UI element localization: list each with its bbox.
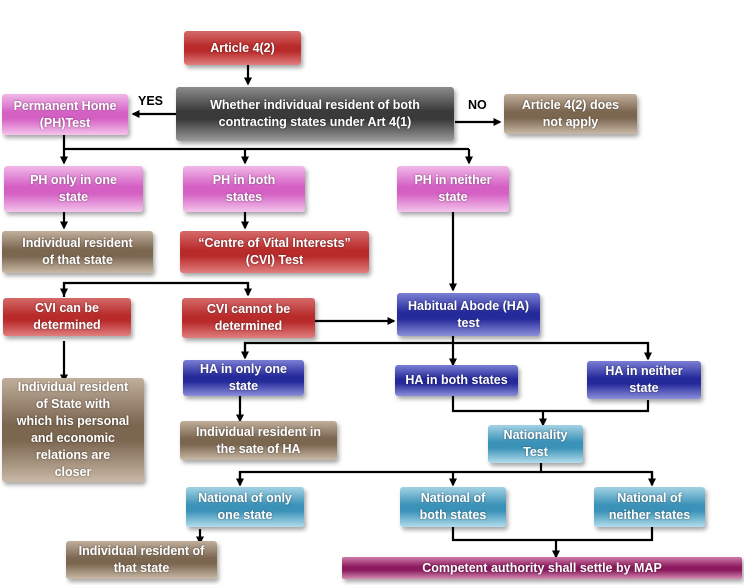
cvi-can-be-determined-node: CVI can be determined [3, 298, 131, 336]
yes-label: YES [138, 94, 164, 108]
connector-nationality-bus [238, 463, 543, 485]
national-neither-states-node: National of neither states [594, 487, 705, 527]
connector-ha-to-nationality [451, 396, 650, 413]
resident-of-that-state-final-node: Individual resident of that state [66, 541, 217, 579]
ph-test-node: Permanent Home (PH)Test [2, 94, 128, 135]
resident-closer-relations-node: Individual resident of State with which … [2, 378, 144, 482]
resident-of-that-state-node: Individual resident of that state [2, 231, 153, 273]
map-settlement-node: Competent authority shall settle by MAP [342, 557, 742, 579]
ha-neither-state-node: HA in neither state [587, 361, 701, 399]
article-4-2-node: Article 4(2) [184, 31, 301, 65]
nationality-test-node: Nationality Test [488, 425, 583, 463]
resident-in-state-of-ha-node: Individual resident in the sate of HA [180, 421, 337, 460]
ha-one-state-node: HA in only one state [183, 360, 304, 396]
cvi-test-node: “Centre of Vital Interests” (CVI) Test [180, 231, 369, 273]
cvi-cannot-be-determined-node: CVI cannot be determined [182, 298, 315, 338]
habitual-abode-test-node: Habitual Abode (HA) test [397, 293, 540, 336]
ph-one-state-node: PH only in one state [4, 166, 143, 212]
residency-question-node: Whether individual resident of both cont… [176, 87, 454, 141]
connector-to-map [451, 527, 654, 542]
connector-ha-bus [243, 341, 650, 359]
national-one-state-node: National of only one state [186, 487, 304, 527]
no-label: NO [468, 98, 487, 112]
connector-cvi-bus [62, 281, 250, 297]
connector-to-national-neither [541, 470, 654, 485]
ha-both-states-node: HA in both states [395, 365, 518, 396]
ph-neither-state-node: PH in neither state [397, 166, 509, 212]
ph-both-states-node: PH in both states [183, 166, 305, 212]
national-both-states-node: National of both states [400, 487, 506, 527]
article-not-apply-node: Article 4(2) does not apply [504, 94, 637, 134]
